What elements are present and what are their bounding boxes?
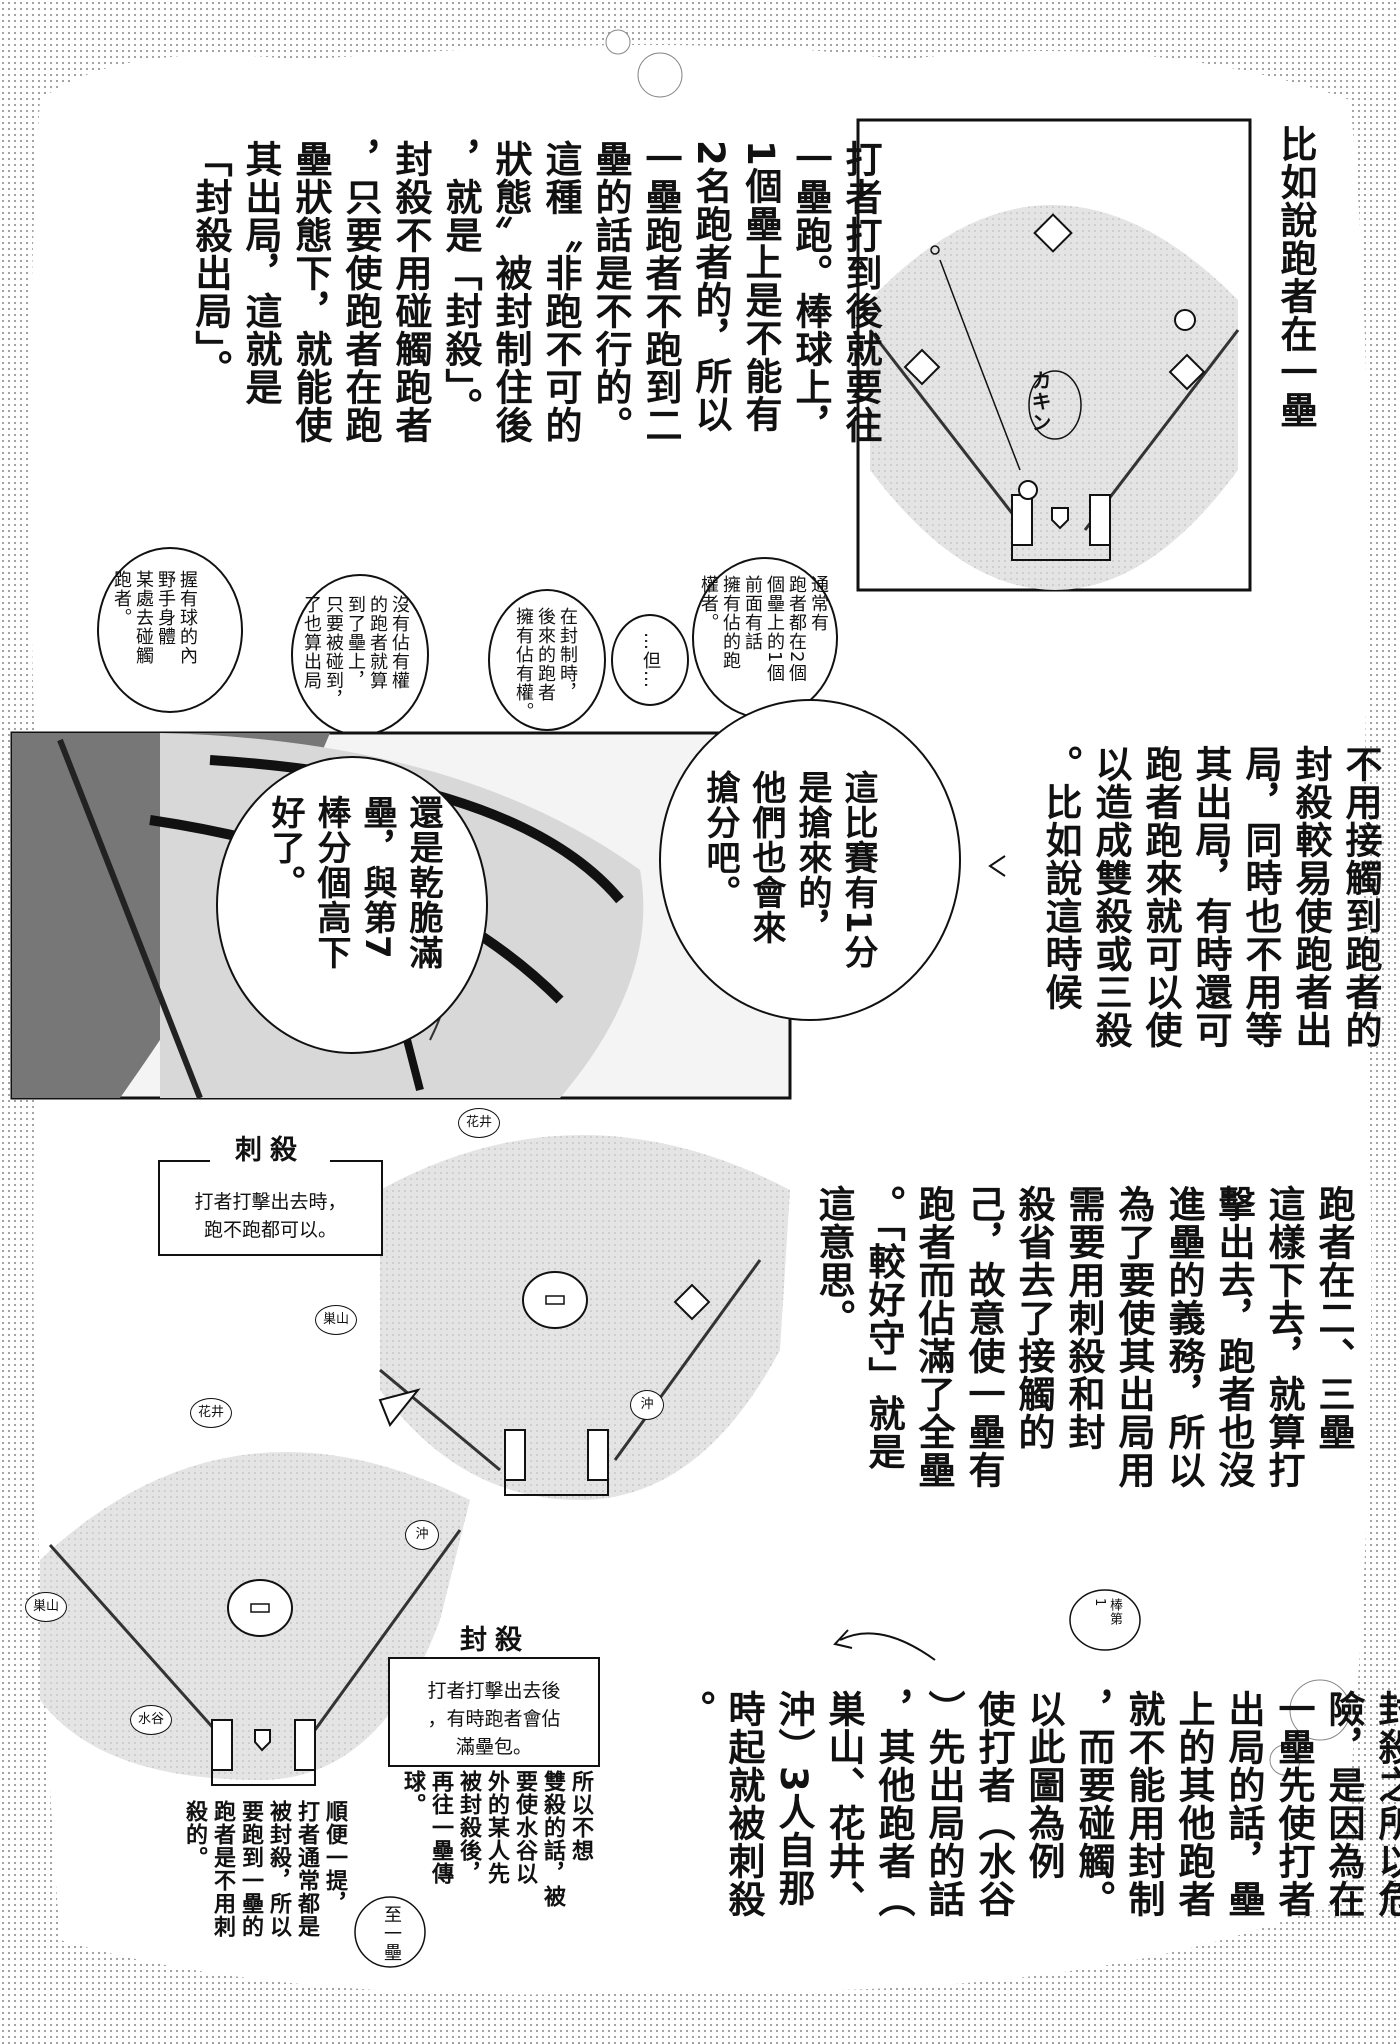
- bubble-text-1: 通常有 跑者都在2個 個壘上的1個 前面有話 擁有佔的跑 權者。: [698, 575, 829, 683]
- batter-forceout-note: 順便一提， 打者通常都是 被封殺，所以 要跑到一壘的 跑者是不用刺 殺的。: [182, 1800, 347, 1938]
- bubble-text-2: …但…: [640, 632, 661, 689]
- player-tag-oki: 沖: [630, 1390, 664, 1420]
- deco-circle: [605, 29, 631, 55]
- deco-circle: [637, 52, 683, 98]
- catcher-panel: [10, 699, 961, 1100]
- catcher-speech-2: 還是乾脆滿 壘，與第7 棒分個高下 好了。: [265, 795, 443, 970]
- caption-runner-on-first: 比如說跑者在一壘: [1274, 125, 1317, 429]
- tagout-diamond: [379, 1135, 790, 1500]
- batting-sound-effect: カキン: [1028, 370, 1052, 433]
- forceout-explanation-text: 打者打到後就要往 一壘跑。棒球上， 1個壘上是不能有 2名跑者的，所以 一壘跑者…: [189, 140, 882, 444]
- catcher-speech-1: 這比賽有1分 是搶來的， 他們也會來 搶分吧。: [700, 770, 878, 970]
- player-tag-oki-2: 沖: [405, 1520, 439, 1550]
- player-tag-mizutani: 水谷: [130, 1705, 172, 1735]
- bubble-first-batter: 棒第 1: [1092, 1598, 1122, 1626]
- forceout-line-3: 滿壘包。: [455, 1736, 532, 1758]
- forceout-line-1: 打者打擊出去後: [427, 1680, 561, 1702]
- tagout-line-2: 跑不跑都可以。: [203, 1219, 337, 1241]
- forceout-line-2: ，有時跑者會佔: [427, 1708, 561, 1730]
- player-tag-hanai: 花井: [458, 1108, 500, 1138]
- bubble-text-4: 沒有佔有權 的跑者就算 到了壘上， 只要被碰到， 了也算出局: [301, 595, 410, 709]
- double-play-explanation: 不用接觸到跑者的 封殺較易使跑者出 局，同時也不用等 其出局，有時還可 跑者跑來…: [1039, 745, 1382, 1049]
- forceout-box: 打者打擊出去後 ，有時跑者會佔 滿壘包。: [388, 1657, 600, 1767]
- forceout-diamond: [40, 1452, 470, 1786]
- deco-circle: [1289, 1679, 1351, 1741]
- tagout-title: 刺殺: [210, 1128, 330, 1167]
- player-tag-hanai-2: 花井: [190, 1398, 232, 1428]
- bubble-text-3: 在封制時， 後來的跑者 擁有佔有權。: [513, 607, 578, 721]
- forceout-title: 封殺: [440, 1618, 550, 1657]
- no-double-play-note: 所以不想 雙殺的話，被 要使水谷以 外的某人先 被封殺後， 再往一壘傳 球。: [400, 1770, 593, 1908]
- player-tag-sugamo-2: 巣山: [25, 1592, 67, 1622]
- bases-loaded-explanation: 跑者在二、三壘 這樣下去，就算打 擊出去，跑者也沒 進壘的義務，所以 為了要使其…: [812, 1185, 1355, 1489]
- deco-circle: [1269, 1744, 1301, 1776]
- forceout-danger-explanation: 封殺之所以危 險，是因為在 一壘先使打者 出局的話，壘 上的其他跑者 就不能用封…: [672, 1690, 1400, 1918]
- bubble-to-first: 至一壘: [381, 1905, 402, 1962]
- tagout-box: 打者打擊出去時， 跑不跑都可以。: [158, 1160, 383, 1256]
- tagout-line-1: 打者打擊出去時，: [194, 1191, 347, 1213]
- diamond-panel-top: [856, 118, 1252, 592]
- player-tag-sugamo: 巣山: [315, 1305, 357, 1335]
- bubble-text-5: 握有球的內 野手身體 某處去碰觸 跑者。: [111, 570, 198, 665]
